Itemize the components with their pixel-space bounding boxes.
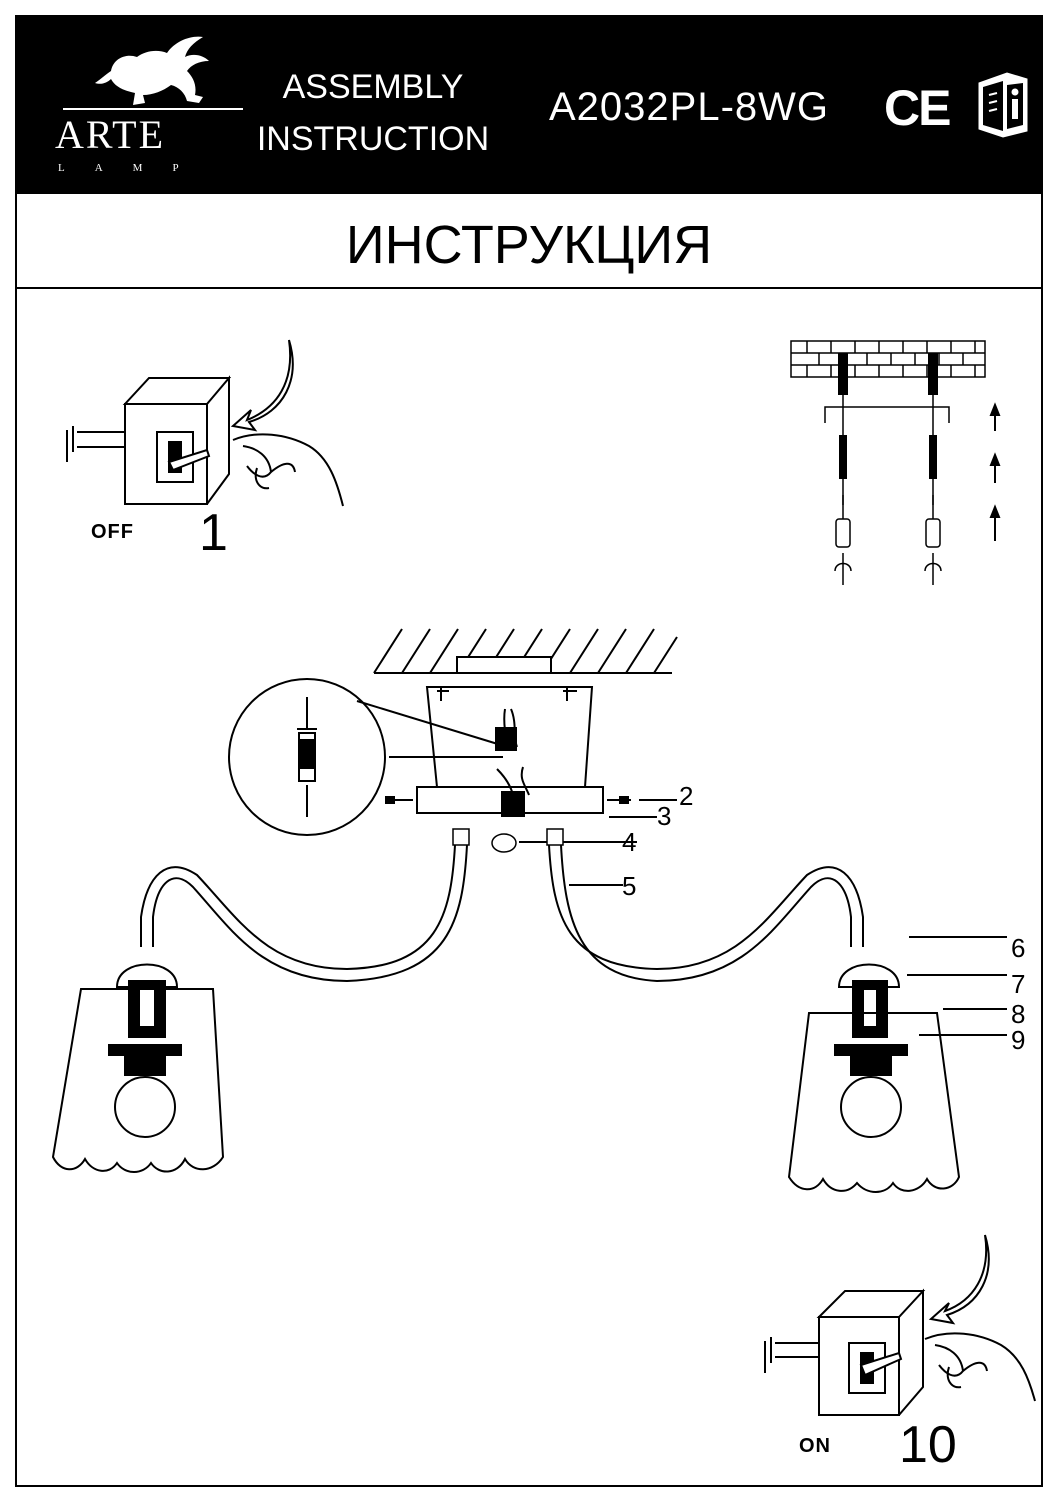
switch-box-icon xyxy=(122,375,232,505)
screw-left xyxy=(839,435,847,479)
page-title: ИНСТРУКЦИЯ xyxy=(345,215,713,275)
callout-2: 2 xyxy=(679,781,694,811)
arm-right-outer xyxy=(548,844,864,971)
callout-9: 9 xyxy=(1011,1025,1026,1055)
callout-7: 7 xyxy=(1011,969,1026,999)
ceiling-hatch xyxy=(373,628,678,674)
brand-subtitle: LAMP xyxy=(58,162,209,174)
callout-4: 4 xyxy=(622,827,637,857)
instruction-book-icon xyxy=(978,72,1028,138)
screw-right xyxy=(929,435,937,479)
up-arrows-icon xyxy=(989,402,1001,541)
switch-box-icon xyxy=(816,1288,926,1416)
step-10-number: 10 xyxy=(899,1416,957,1474)
title-band: ИНСТРУКЦИЯ xyxy=(17,194,1041,289)
brand-name: ARTE xyxy=(55,112,166,157)
callout-6: 6 xyxy=(1011,933,1026,963)
arm-right-inner xyxy=(560,844,852,983)
curved-arrow-icon xyxy=(928,1234,990,1325)
step-1-number: 1 xyxy=(199,504,228,562)
hand-icon xyxy=(232,433,344,507)
wire-connector-zoom xyxy=(228,678,386,836)
curved-arrow-icon xyxy=(230,339,294,432)
arm-left-inner xyxy=(152,844,468,983)
dowel-right xyxy=(928,353,938,395)
step-10-state: ON xyxy=(799,1435,831,1457)
lamp-left xyxy=(51,963,225,1173)
mounting-bar xyxy=(824,406,950,423)
anchor-left xyxy=(835,518,851,548)
callout-8: 8 xyxy=(1011,999,1026,1029)
brick-ceiling xyxy=(790,340,986,378)
ceiling-mounting-detail xyxy=(790,340,1001,585)
lamp-right xyxy=(787,963,961,1193)
step-1-state: OFF xyxy=(91,521,134,543)
step-1-illustration xyxy=(66,339,344,507)
hand-icon xyxy=(924,1332,1036,1402)
canopy-base xyxy=(416,786,604,814)
chandelier-assembly-diagram xyxy=(51,628,1007,1193)
step-10-illustration xyxy=(764,1234,1036,1416)
callout-3: 3 xyxy=(657,801,672,831)
callout-5: 5 xyxy=(622,871,637,901)
mounting-plate xyxy=(456,656,552,674)
lion-logo-icon xyxy=(63,36,243,110)
ce-mark: CE xyxy=(884,80,951,136)
model-number: A2032PL-8WG xyxy=(549,85,830,129)
lampshade-left xyxy=(51,988,225,1173)
cap-nut xyxy=(491,833,517,853)
dowel-left xyxy=(838,353,848,395)
lampshade-right xyxy=(787,1012,961,1193)
wall-conduit xyxy=(66,426,125,462)
arm-left-outer xyxy=(140,844,456,971)
anchor-right xyxy=(925,518,941,548)
